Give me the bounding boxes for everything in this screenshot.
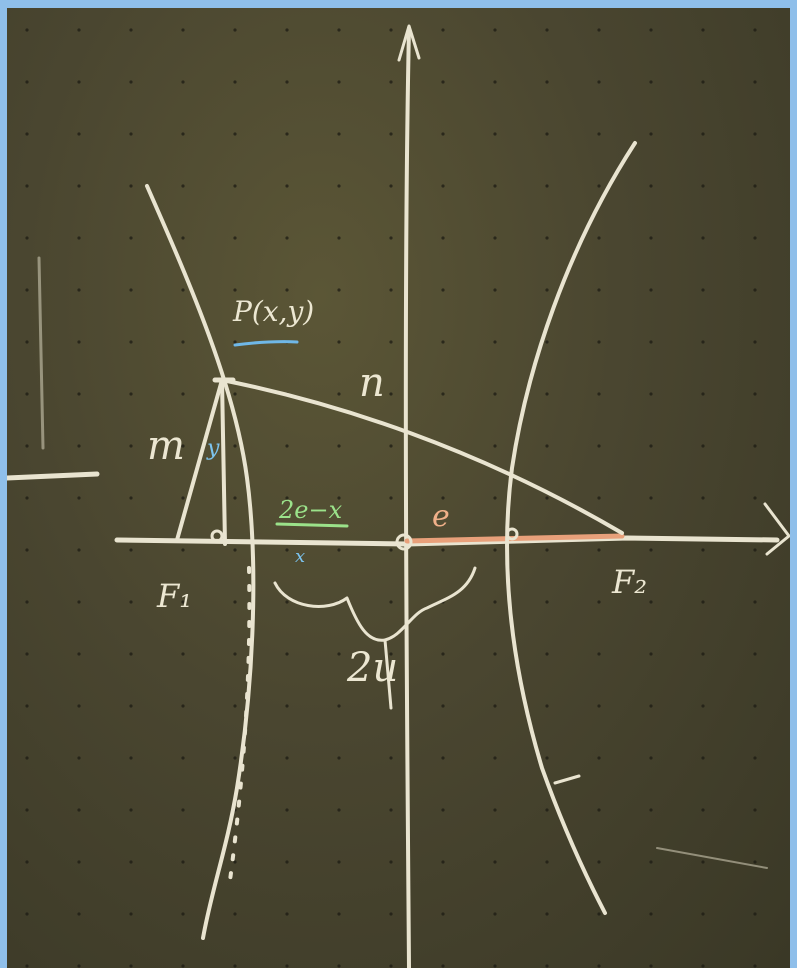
hyperbola-right-branch [504,141,637,915]
y-axis-arrowhead [397,24,421,62]
eraser-mark-left [37,256,45,450]
origin-mark [395,533,413,551]
hyperbola-left-branch-dotted [227,566,252,890]
height-line [220,378,227,546]
eraser-mark-bottom [656,847,768,869]
label-height-y: y [207,436,220,461]
label-2e-minus-x: 2e−x [279,496,343,524]
y-axis-line [403,26,411,968]
p-underline [233,340,299,347]
label-segment-n: n [359,360,385,406]
vertex-right-mark [505,527,519,541]
green-underline [275,522,349,528]
x-axis-main [114,535,780,547]
label-segment-m: m [147,423,185,469]
label-focus-left: F₁ [157,577,193,615]
right-branch-tick [553,774,581,785]
label-focus-right: F₂ [612,563,648,601]
label-brace-2u: 2u [347,645,399,691]
label-foot-x: x [295,546,306,567]
x-axis-line [7,471,100,481]
label-focal-e: e [432,499,450,534]
x-axis-arrowhead [763,502,790,556]
hyperbola-left-branch [145,184,256,940]
hyperbola-sketch [7,8,790,968]
segment-m-line [175,378,224,542]
segment-n-line [220,378,624,535]
board-dot-grid [7,8,790,968]
brace-2u-tail [383,638,393,710]
label-point-p: P(x,y) [233,295,315,328]
foot-mark [210,529,224,543]
chalkboard-photo: P(x,y) n m y 2e−x e x F₁ F₂ 2u [7,8,790,968]
